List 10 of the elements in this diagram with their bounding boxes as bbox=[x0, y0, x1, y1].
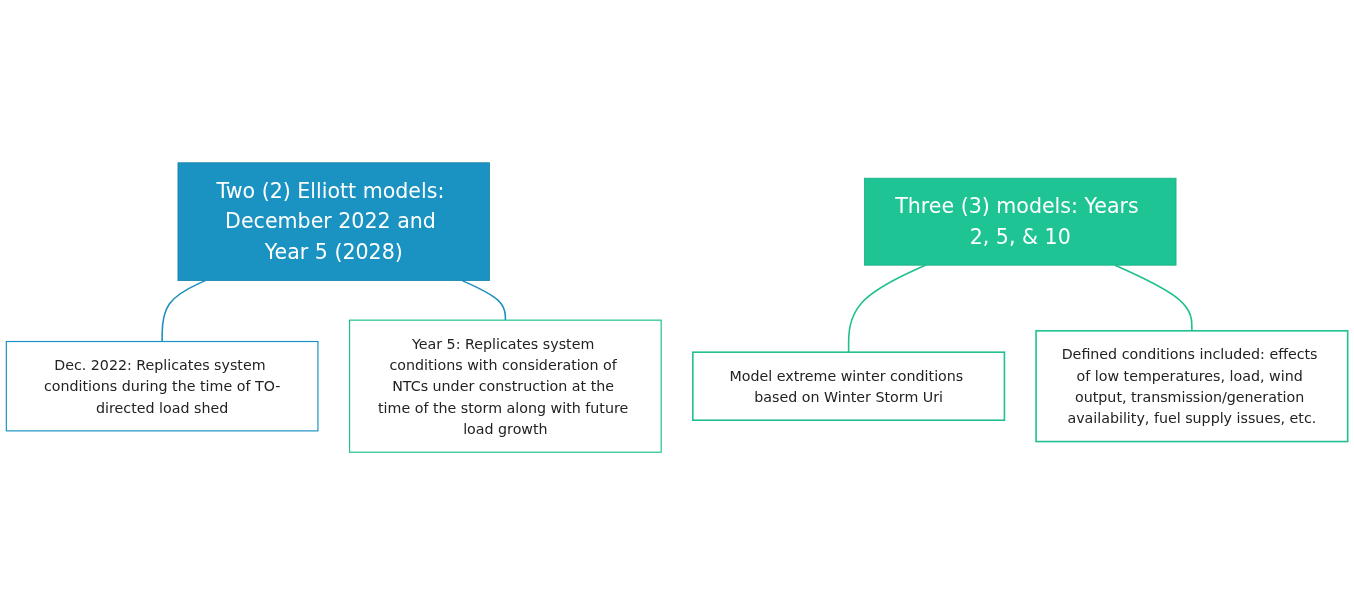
node-box: Year 5: Replicates system conditions with consideration of NTCs under construction at the time of the storm along with future load growth bbox=[348, 319, 662, 453]
node-box: Three (3) models: Years 2, 5, & 10 bbox=[864, 177, 1177, 266]
node-box: Two (2) Elliott models: December 2022 and Year 5 (2028) bbox=[177, 162, 490, 281]
connector bbox=[847, 264, 927, 353]
node-box: Model extreme winter conditions based on Winter Storm Uri bbox=[692, 351, 1006, 421]
connector bbox=[161, 279, 207, 343]
connector bbox=[1114, 264, 1193, 332]
node-box: Dec. 2022: Replicates system conditions during the time of TO-directed load shed bbox=[5, 340, 319, 432]
node-box: Defined conditions included: effects of low temperatures, load, wind output, transmission/generation availability, fuel supply issues, etc. bbox=[1035, 330, 1349, 443]
connector bbox=[461, 279, 507, 321]
